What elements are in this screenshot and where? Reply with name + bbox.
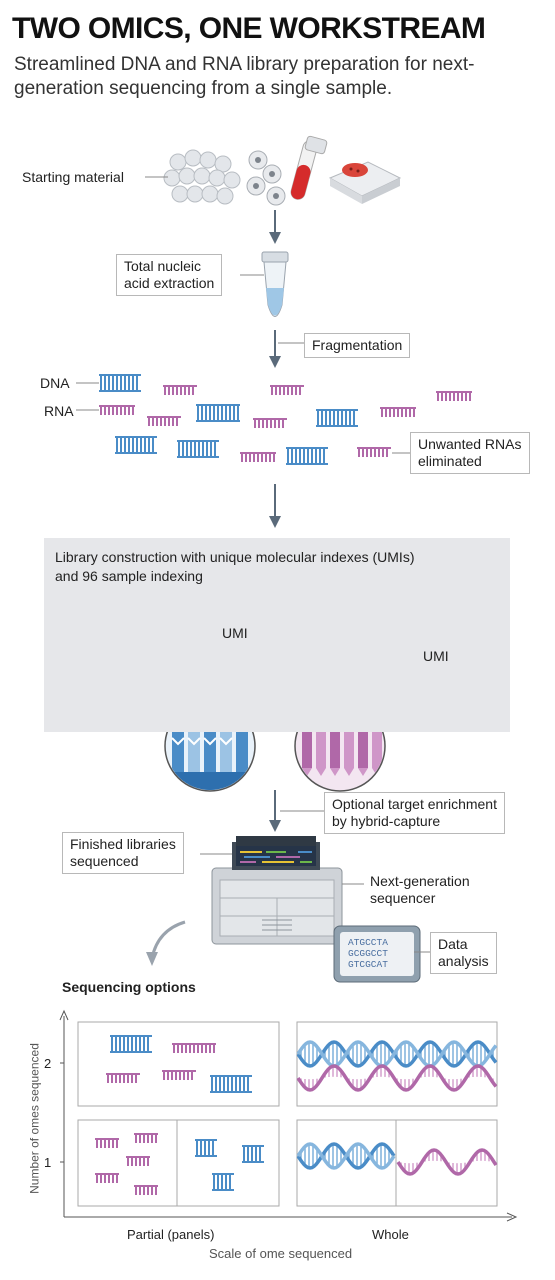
- dna-fragment-icon: [177, 440, 219, 458]
- option-box-partial-2: [77, 1021, 280, 1107]
- rna-fragment-icon: [240, 452, 276, 462]
- dna-fragment-icon: [110, 1035, 152, 1053]
- tablet-icon: [333, 925, 421, 983]
- dna-fragment-icon: [316, 409, 358, 427]
- rna-fragment-icon: [106, 1073, 140, 1083]
- umi-dna-label: UMI: [222, 625, 248, 641]
- rna-helix-icon: [396, 1148, 498, 1176]
- starting-material-label: Starting material: [22, 169, 124, 185]
- rna-fragment-icon: [134, 1133, 158, 1143]
- fragmentation-label: Fragmentation: [304, 333, 411, 358]
- dna-fragment-icon: [242, 1145, 264, 1163]
- dna-fragment-icon: [115, 436, 157, 454]
- library-panel: [44, 538, 510, 732]
- rna-fragment-icon: [99, 405, 135, 415]
- sequencing-options-title: Sequencing options: [62, 979, 196, 995]
- fragment-field: [99, 374, 472, 465]
- sequencer-icon: [211, 836, 343, 945]
- option-box-whole-2: [296, 1021, 498, 1107]
- dna-fragment-icon: [286, 447, 328, 465]
- rna-fragment-icon: [163, 385, 197, 395]
- dna-fragment-icon: [196, 404, 240, 422]
- x-tick-partial: Partial (panels): [127, 1227, 215, 1242]
- rna-fragment-icon: [436, 391, 472, 401]
- rna-fragment-icon: [134, 1185, 158, 1195]
- page-title: TWO OMICS, ONE WORKSTREAM: [12, 12, 486, 45]
- dna-label: DNA: [40, 375, 70, 391]
- rna-fragment-icon: [95, 1138, 119, 1148]
- option-fragments: [95, 1035, 264, 1195]
- extraction-tube-icon: [261, 251, 289, 317]
- dna-helix-icon: [296, 1142, 396, 1170]
- rna-fragment-icon: [253, 418, 287, 428]
- library-title: Library construction with unique molecul…: [55, 549, 415, 584]
- rna-fragment-icon: [95, 1173, 119, 1183]
- blood-tube-icon: [290, 135, 328, 200]
- rna-helix-icon: [296, 1064, 498, 1092]
- rna-fragment-icon: [162, 1070, 196, 1080]
- dna-fragment-icon: [195, 1139, 217, 1157]
- rna-fragment-icon: [357, 447, 391, 457]
- umi-rna-label: UMI: [423, 648, 449, 664]
- genome-helices: [296, 1040, 498, 1176]
- tissue-slide-icon: [328, 161, 402, 204]
- dna-fragment-icon: [212, 1173, 234, 1191]
- page-subtitle: Streamlined DNA and RNA library preparat…: [14, 54, 475, 99]
- x-axis-label: Scale of ome sequenced: [209, 1246, 353, 1261]
- blood-cells-icon: [246, 150, 286, 206]
- x-tick-whole: Whole: [372, 1227, 409, 1242]
- rna-fragment-icon: [270, 385, 304, 395]
- dna-fragment-icon: [99, 374, 141, 392]
- cells-cluster-icon: [163, 149, 241, 205]
- rna-label: RNA: [44, 403, 74, 419]
- y-tick-2: 2: [44, 1056, 52, 1071]
- rna-fragment-icon: [172, 1043, 216, 1053]
- y-axis-label: Number of omes sequenced: [27, 1043, 42, 1194]
- rna-fragment-icon: [380, 407, 416, 417]
- rna-fragment-icon: [147, 416, 181, 426]
- y-tick-1: 1: [44, 1155, 52, 1170]
- rna-fragment-icon: [126, 1156, 150, 1166]
- dna-fragment-icon: [210, 1075, 252, 1093]
